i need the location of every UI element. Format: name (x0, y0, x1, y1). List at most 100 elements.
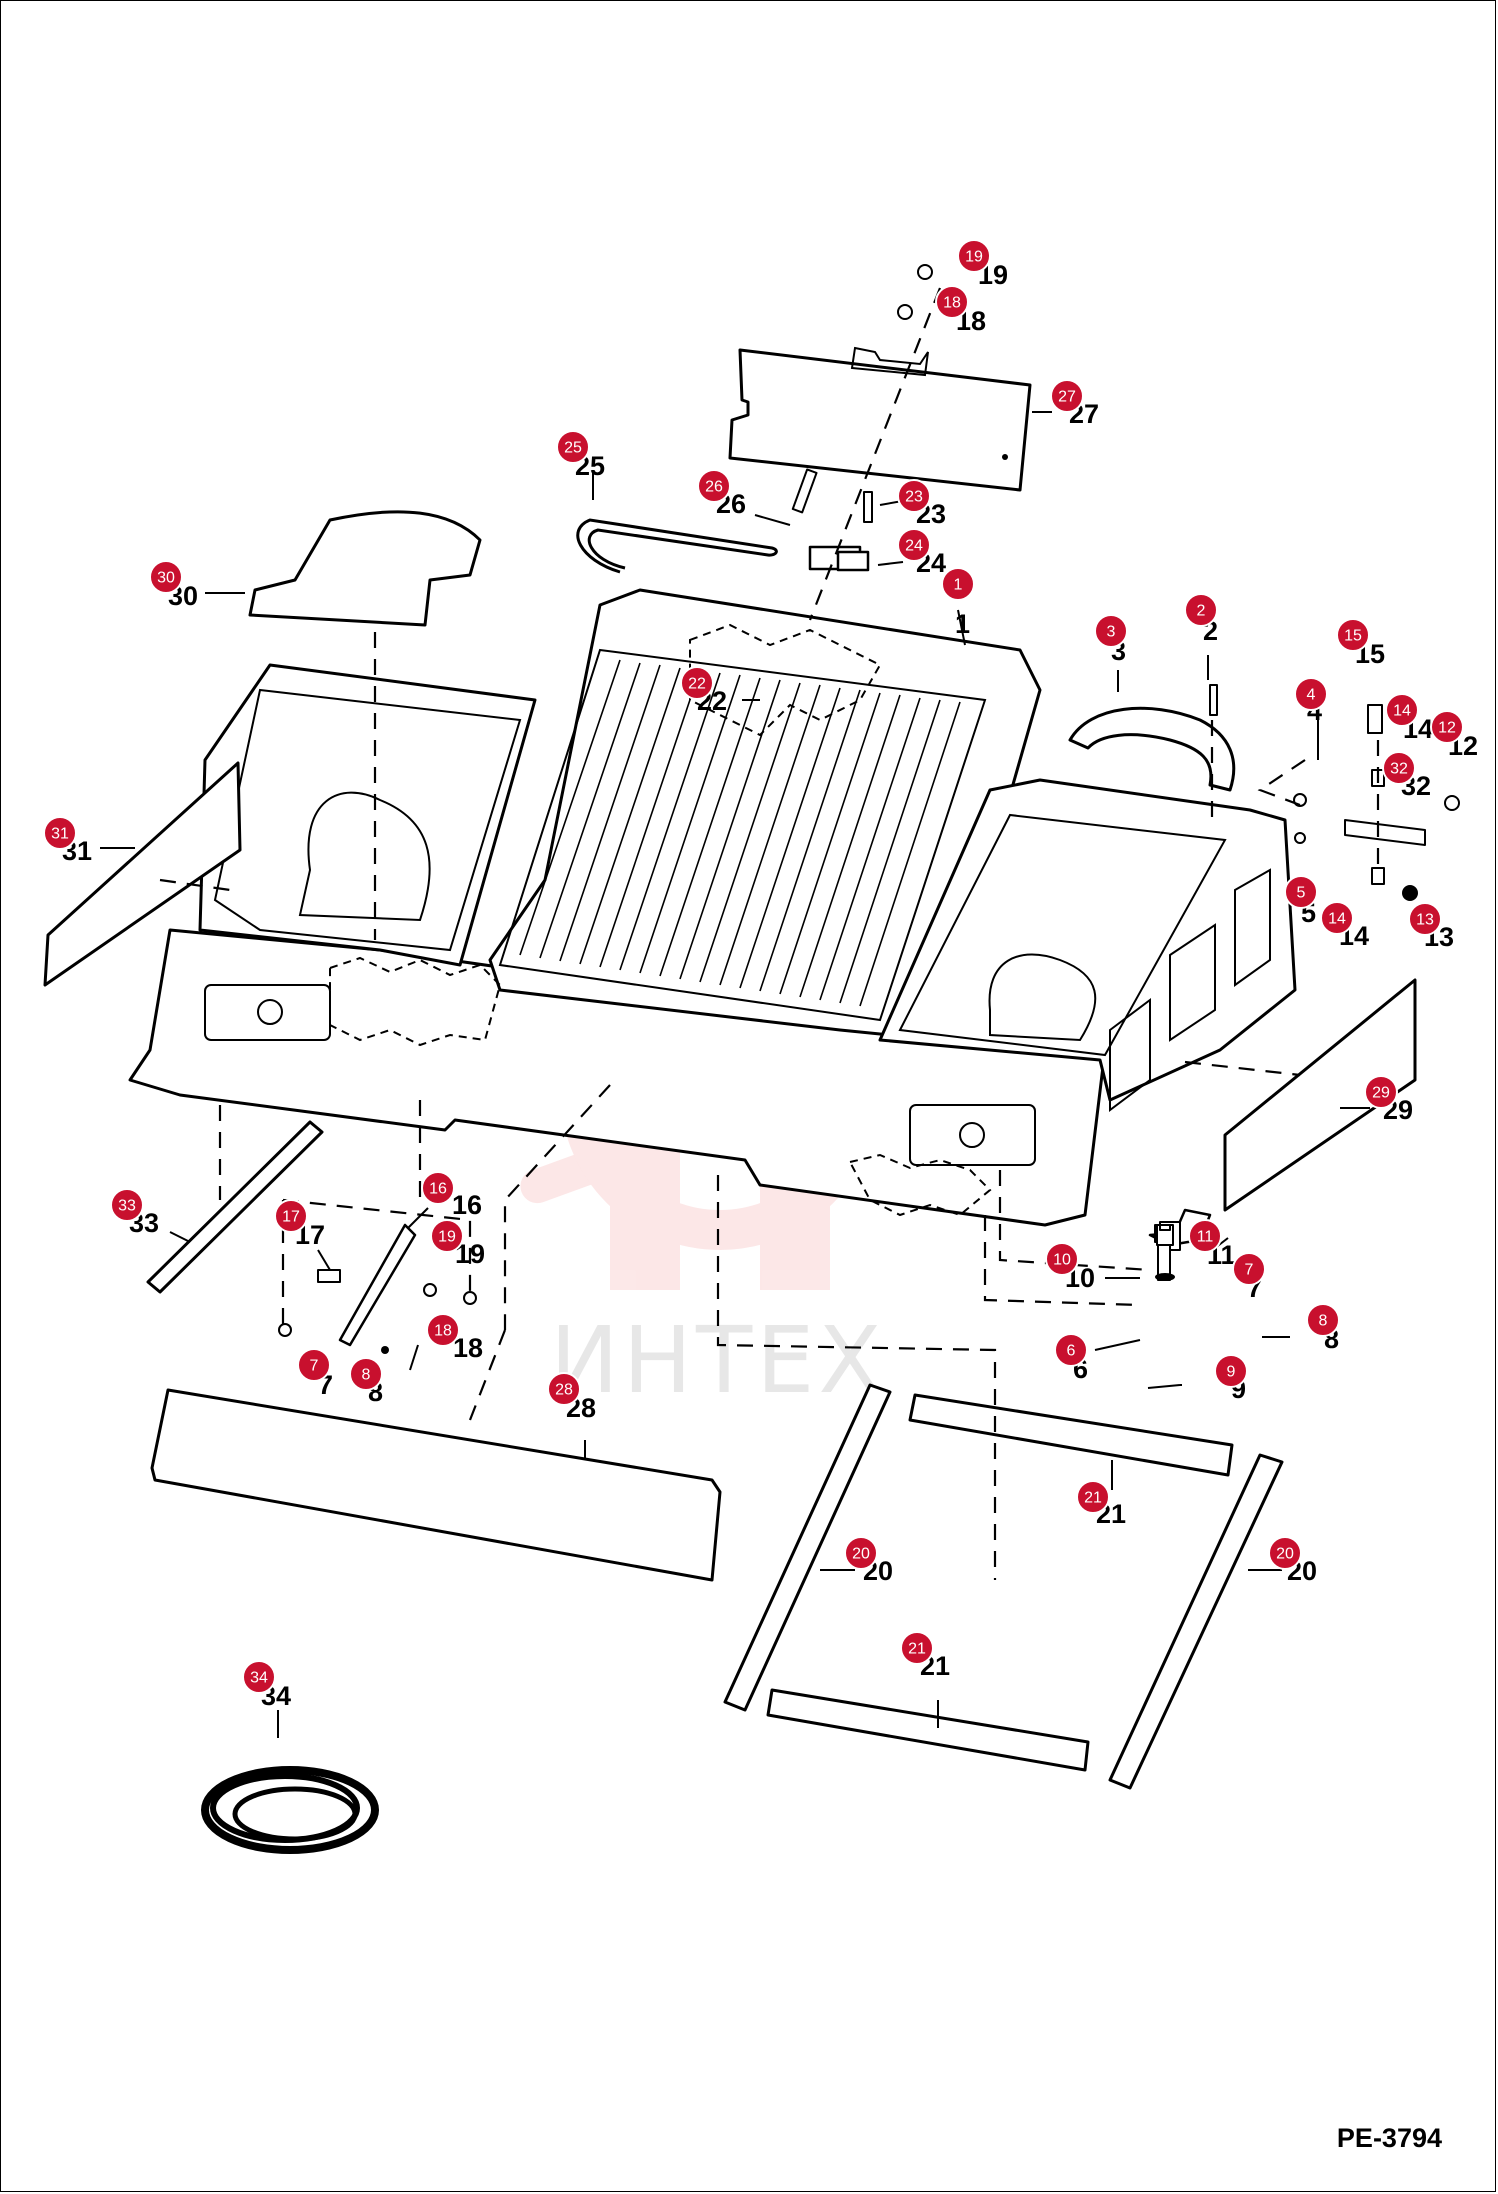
callout-badge-5[interactable]: 5 (1284, 875, 1318, 909)
callout-badge-circle (1430, 710, 1464, 744)
callout-badge-1[interactable]: 1 (941, 567, 975, 601)
callout-badge-21a[interactable]: 21 (1076, 1480, 1110, 1514)
callout-badge-number: 18 (434, 1323, 452, 1340)
decal-front-right (848, 1153, 992, 1217)
callout-badge-8a[interactable]: 8 (1306, 1303, 1340, 1337)
callout-badge-number: 24 (905, 538, 923, 555)
callout-badge-circle (941, 567, 975, 601)
callout-badge-circle (897, 528, 931, 562)
callout-badge-circle (697, 469, 731, 503)
callout-badge-circle (1214, 1354, 1248, 1388)
callout-badge-number: 3 (1107, 624, 1116, 641)
part-27-hole (1002, 454, 1008, 460)
callout-badge-15[interactable]: 15 (1336, 618, 1370, 652)
callout-badge-31[interactable]: 31 (43, 816, 77, 850)
callout-badge-21b[interactable]: 21 (900, 1631, 934, 1665)
callout-badge-27[interactable]: 27 (1050, 379, 1084, 413)
callout-badge-8b[interactable]: 8 (349, 1357, 383, 1391)
callout-badge-13[interactable]: 13 (1408, 902, 1442, 936)
callout-badge-18a[interactable]: 18 (935, 285, 969, 319)
callout-badge-32[interactable]: 32 (1382, 751, 1416, 785)
part-19-nut-top (917, 264, 933, 280)
callout-badge-number: 21 (1084, 1490, 1102, 1507)
callout-badge-number: 30 (157, 570, 175, 587)
callout-badge-7a[interactable]: 7 (1232, 1252, 1266, 1286)
part-2-screw (1209, 684, 1218, 716)
callout-badge-circle (897, 479, 931, 513)
callout-badge-9[interactable]: 9 (1214, 1354, 1248, 1388)
callout-badge-6[interactable]: 6 (1054, 1333, 1088, 1367)
callout-badge-19a[interactable]: 19 (957, 239, 991, 273)
callout-badge-12[interactable]: 12 (1430, 710, 1464, 744)
callout-badge-2[interactable]: 2 (1184, 593, 1218, 627)
callout-badge-number: 33 (118, 1198, 136, 1215)
callout-badge-11[interactable]: 11 (1188, 1219, 1222, 1253)
callout-badge-22[interactable]: 22 (680, 666, 714, 700)
part-27-bracket (850, 346, 929, 377)
callout-badge-number: 7 (1245, 1262, 1254, 1279)
callout-badge-number: 20 (1276, 1546, 1294, 1563)
callout-badge-30[interactable]: 30 (149, 560, 183, 594)
callout-badge-circle (149, 560, 183, 594)
callout-badge-7b[interactable]: 7 (297, 1348, 331, 1382)
callout-badge-28[interactable]: 28 (547, 1372, 581, 1406)
callout-badge-circle (349, 1357, 383, 1391)
drawing-code-label: PE-3794 (1336, 2123, 1442, 2153)
part-1-main-body (128, 588, 1297, 1227)
part-31-side-decal (43, 761, 242, 987)
part-25-cable (576, 518, 778, 574)
callout-badge-circle (297, 1348, 331, 1382)
callout-badge-14b[interactable]: 14 (1320, 901, 1354, 935)
callout-badge-33[interactable]: 33 (110, 1188, 144, 1222)
part-20-bar-left (723, 1383, 892, 1712)
watermark-text: ИНТЕХ (550, 1307, 885, 1414)
part-number-label-18b: 18 (453, 1333, 483, 1363)
part-27-cover-plate (728, 348, 1032, 492)
callout-badge-number: 32 (1390, 761, 1408, 778)
callout-badge-18b[interactable]: 18 (426, 1313, 460, 1347)
callout-badge-number: 17 (282, 1209, 300, 1226)
callout-badge-circle (680, 666, 714, 700)
callout-badge-24[interactable]: 24 (897, 528, 931, 562)
callout-badge-17[interactable]: 17 (274, 1199, 308, 1233)
callout-badge-16[interactable]: 16 (421, 1171, 455, 1205)
callout-badge-circle (274, 1199, 308, 1233)
callout-badge-25[interactable]: 25 (556, 430, 590, 464)
callout-badge-14a[interactable]: 14 (1385, 693, 1419, 727)
callout-badge-23[interactable]: 23 (897, 479, 931, 513)
callout-badge-circle (430, 1219, 464, 1253)
callout-badge-number: 21 (908, 1641, 926, 1658)
callout-badge-20a[interactable]: 20 (844, 1536, 878, 1570)
callout-badge-number: 26 (705, 479, 723, 496)
callout-badge-34[interactable]: 34 (242, 1660, 276, 1694)
part-21-bar-top (908, 1393, 1234, 1477)
callout-badge-number: 22 (688, 676, 706, 693)
callout-badge-3[interactable]: 3 (1094, 614, 1128, 648)
callout-badge-circle (426, 1313, 460, 1347)
callout-badge-26[interactable]: 26 (697, 469, 731, 503)
callout-badge-10[interactable]: 10 (1045, 1242, 1079, 1276)
callout-badge-20b[interactable]: 20 (1268, 1536, 1302, 1570)
callout-badge-number: 18 (943, 295, 961, 312)
decal-front-left (329, 956, 502, 1047)
callout-badge-circle (1268, 1536, 1302, 1570)
right-hinge-hardware (1293, 704, 1460, 901)
callout-badge-number: 25 (564, 440, 582, 457)
part-21-bar-bottom (766, 1688, 1090, 1772)
callout-badge-number: 23 (905, 489, 923, 506)
part-number-label-1: 1 (955, 609, 970, 639)
part-33-trim-strip (146, 1120, 324, 1294)
left-linkage-hardware (278, 1223, 477, 1371)
callout-badge-number: 29 (1372, 1085, 1390, 1102)
callout-badge-4[interactable]: 4 (1294, 677, 1328, 711)
part-26-bolt (791, 468, 818, 514)
callout-badge-circle (1294, 677, 1328, 711)
callout-badge-number: 8 (362, 1367, 371, 1384)
part-34-hose-coil (201, 1766, 379, 1854)
callout-badge-19b[interactable]: 19 (430, 1219, 464, 1253)
callout-badge-29[interactable]: 29 (1364, 1075, 1398, 1109)
callout-badge-circle (1094, 614, 1128, 648)
callout-badge-number: 10 (1053, 1252, 1071, 1269)
part-29-side-decal (1223, 978, 1417, 1212)
